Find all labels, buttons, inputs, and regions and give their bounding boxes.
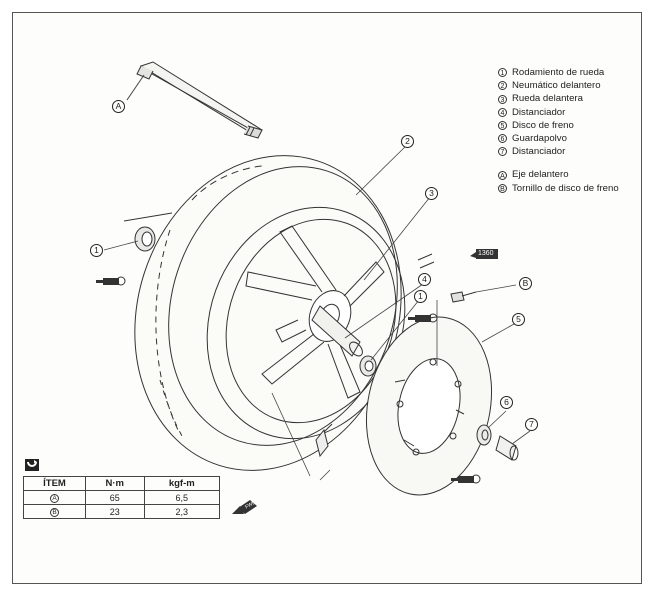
legend-item: 7 Distanciador — [498, 145, 619, 158]
legend-number: 5 — [498, 120, 507, 130]
header-item: ÍTEM — [23, 476, 86, 491]
callout-b: B — [519, 277, 532, 290]
legend-label: Eje delantero — [512, 169, 569, 181]
grease-icon-bottom — [451, 474, 481, 484]
legend-label: Tornillo de disco de freno — [512, 182, 619, 194]
legend-item: A Eje delantero — [498, 168, 619, 181]
threadlock-icon — [470, 249, 498, 259]
callout-1-left: 1 — [90, 244, 103, 257]
callout-1-right: 1 — [414, 290, 427, 303]
item-letter: B — [50, 508, 59, 517]
left-bearing — [134, 226, 156, 252]
legend-item: 4 Distanciador — [498, 106, 619, 119]
dust-seal — [476, 424, 492, 446]
legend-label: Rueda delantera — [512, 93, 583, 105]
legend-number: 1 — [498, 68, 507, 78]
spacer-4 — [311, 305, 363, 357]
torque-wrench-icon — [25, 459, 39, 471]
table-cell-kgfm: 6,5 — [143, 490, 220, 505]
table-cell-nm: 23 — [85, 504, 145, 519]
legend-label: Neumático delantero — [512, 80, 601, 92]
legend-number: 4 — [498, 107, 507, 117]
callout-7: 7 — [525, 418, 538, 431]
legend-item: 2 Neumático delantero — [498, 79, 619, 92]
table-row: A 65 6,5 — [23, 490, 220, 505]
legend-number: 3 — [498, 94, 507, 104]
legend-item: B Tornillo de disco de freno — [498, 182, 619, 195]
callout-a: A — [112, 100, 125, 113]
callout-3: 3 — [425, 187, 438, 200]
legend-number: 6 — [498, 134, 507, 144]
header-kgfm: kgf-m — [143, 476, 220, 491]
tire-valve — [315, 423, 333, 458]
callout-4: 4 — [418, 273, 431, 286]
legend-label: Distanciador — [512, 146, 566, 158]
legend-label: Distanciador — [512, 106, 566, 118]
callout-2: 2 — [401, 135, 414, 148]
table-cell-nm: 65 — [85, 490, 145, 505]
item-letter: A — [50, 494, 59, 503]
legend-item: 6 Guardapolvo — [498, 132, 619, 145]
legend-letter: A — [498, 170, 507, 180]
legend-item: 1 Rodamiento de rueda — [498, 66, 619, 79]
callout-5: 5 — [512, 313, 525, 326]
legend-label: Guardapolvo — [512, 133, 567, 145]
torque-table: ÍTEM N·m kgf-m A 65 6,5 B 23 2,3 — [23, 476, 220, 519]
parts-legend: 1 Rodamiento de rueda 2 Neumático delanter… — [498, 66, 619, 195]
fwd-arrow-icon — [232, 500, 257, 514]
table-row: B 23 2,3 — [23, 504, 220, 519]
legend-letter: B — [498, 183, 507, 193]
leader-lines — [103, 144, 531, 481]
brake-disc — [365, 316, 493, 496]
right-bearing — [359, 355, 377, 377]
legend-number: 2 — [498, 81, 507, 91]
legend-label: Rodamiento de rueda — [512, 67, 605, 78]
table-cell-kgfm: 2,3 — [143, 504, 220, 519]
grease-icon-right — [408, 313, 438, 323]
threadlock-label: 1360 — [478, 250, 494, 257]
legend-number: 7 — [498, 147, 507, 157]
torque-table-header: ÍTEM N·m kgf-m — [23, 476, 220, 491]
table-cell-item: A — [23, 490, 86, 505]
table-cell-item: B — [23, 504, 86, 519]
front-axle — [136, 61, 263, 139]
legend-item: 5 Disco de freno — [498, 119, 619, 132]
disc-bolt — [450, 291, 477, 303]
legend-label: Disco de freno — [512, 119, 574, 131]
legend-item: 3 Rueda delantera — [498, 92, 619, 105]
clip-part — [417, 253, 435, 269]
header-nm: N·m — [85, 476, 145, 491]
grease-icon-left — [96, 276, 126, 286]
callout-6: 6 — [500, 396, 513, 409]
spacer-7 — [495, 435, 519, 461]
